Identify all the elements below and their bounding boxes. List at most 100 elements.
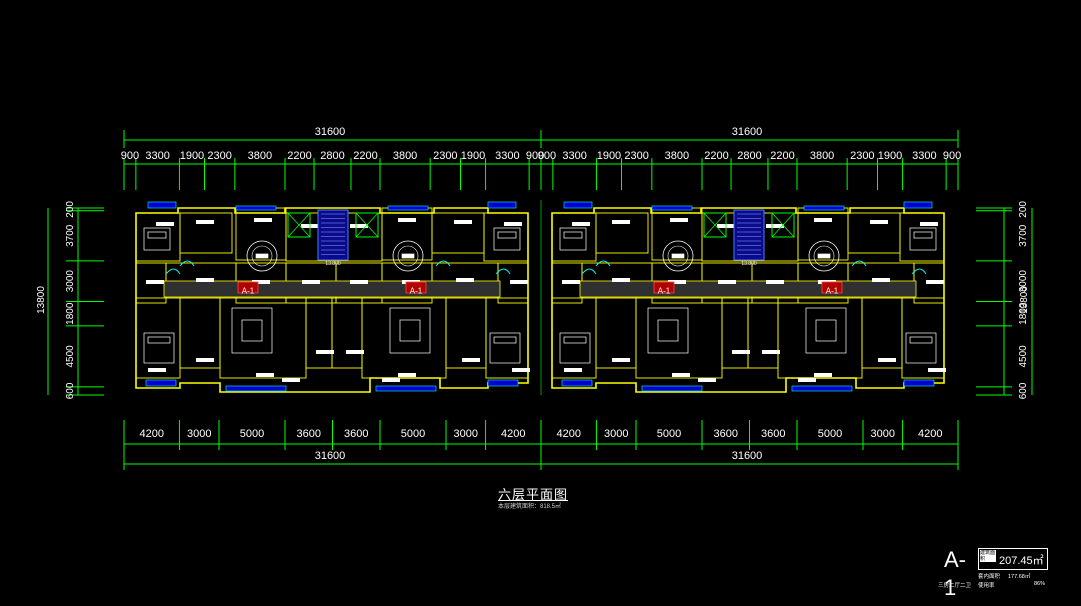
door-swing [179, 260, 195, 267]
bed [905, 332, 937, 364]
room-partition [179, 212, 233, 254]
elevator-shaft [287, 212, 311, 238]
elevator-cross [703, 212, 727, 238]
pillow [563, 336, 587, 344]
inner-area-value: 177.68㎡ [1008, 574, 1031, 580]
room-name-bar [668, 280, 686, 284]
room-name-bar [504, 222, 522, 226]
right-seg-text: 3700 [1018, 224, 1029, 247]
window [641, 385, 703, 392]
bottom-seg-text: 3000 [871, 428, 895, 440]
unit-tag-box [237, 281, 259, 294]
title-block: A-1 建筑面积 207.45㎡ 套内面积 177.68㎡ 使用率 86% 三房… [938, 546, 1050, 600]
bed [559, 332, 591, 364]
door-swing [911, 268, 927, 275]
dining-table-inner [667, 245, 689, 267]
usage-value: 86% [1034, 581, 1046, 587]
room-name-bar [350, 280, 368, 284]
area-value: 207.45㎡ [999, 555, 1044, 567]
room-name-bar [762, 350, 780, 354]
drawing-title: 六层平面图 [498, 487, 569, 502]
dining-table [246, 240, 278, 272]
elevator-cross [287, 212, 311, 238]
room-name-bar [926, 280, 944, 284]
bed [493, 227, 521, 251]
dining-table [662, 240, 694, 272]
dining-label-bar [255, 253, 269, 259]
door-swing [435, 260, 451, 267]
window [487, 201, 517, 209]
pillow [497, 231, 517, 239]
top-seg-text: 1900 [461, 150, 485, 162]
room-name-bar [814, 373, 832, 377]
room-name-bar [302, 280, 320, 284]
left-seg-text: 3700 [65, 224, 76, 247]
elevator-cross [771, 212, 795, 238]
windows [145, 201, 935, 392]
window [903, 201, 933, 209]
room-name-bar [766, 224, 784, 228]
room-name-bar [256, 373, 274, 377]
room-name-bar [732, 350, 750, 354]
sofa-set [389, 307, 431, 354]
dining-table-inner [397, 245, 419, 267]
room-name-bar [346, 350, 364, 354]
elevator-shaft [771, 212, 795, 238]
top-seg-text: 2300 [207, 150, 231, 162]
room-name-bar [572, 222, 590, 226]
unit-tag [821, 281, 843, 294]
bed [143, 332, 175, 364]
room-name-bar [612, 220, 630, 224]
room-name-bar [698, 378, 716, 382]
room-name-bar [156, 222, 174, 226]
unit-tag-box [653, 281, 675, 294]
right-seg-text: 1800 [1018, 302, 1029, 325]
pillow [147, 336, 171, 344]
room-name-bar [196, 358, 214, 362]
bottom-seg-text: 5000 [401, 428, 425, 440]
top-overall-dim-right: 31600 [732, 126, 763, 138]
room-name-bar [454, 220, 472, 224]
dining-table-inner [813, 245, 835, 267]
coffee-table [399, 319, 421, 342]
bottom-seg-text: 5000 [240, 428, 264, 440]
top-seg-text: 3800 [810, 150, 834, 162]
room-name-bar [196, 220, 214, 224]
left-seg-text: 600 [65, 382, 76, 399]
dining-table-inner [251, 245, 273, 267]
top-seg-text: 2200 [353, 150, 377, 162]
window [375, 385, 437, 392]
area-label: 建筑面积 [980, 550, 996, 562]
top-seg-text: 2300 [850, 150, 874, 162]
top-seg-text: 1900 [597, 150, 621, 162]
top-seg-text: 2300 [433, 150, 457, 162]
dining-label-bar [671, 253, 685, 259]
right-seg-text: 4500 [1018, 345, 1029, 368]
room-partition [485, 297, 529, 379]
room-name-bar [148, 368, 166, 372]
top-seg-text: 2800 [320, 150, 344, 162]
right-seg-text: 200 [1018, 201, 1029, 218]
door-swing [851, 260, 867, 267]
bottom-seg-text: 4200 [501, 428, 525, 440]
left-seg-text: 3000 [65, 270, 76, 293]
room-name-bar [870, 220, 888, 224]
furniture [143, 218, 946, 382]
room-name-bar [510, 280, 528, 284]
corridor [579, 280, 917, 298]
right-overall-dim: 13800 [1019, 286, 1030, 314]
top-seg-text: 1900 [180, 150, 204, 162]
bottom-seg-text: 3600 [297, 428, 321, 440]
unit-tag [237, 281, 259, 294]
dining-label-bar [817, 253, 831, 259]
room-name-bar [382, 378, 400, 382]
unit-tag-text: A-1 [658, 287, 671, 296]
room-name-bar [512, 368, 530, 372]
elevation-tag: 13.800 [325, 261, 341, 267]
room-name-bar [462, 358, 480, 362]
bottom-seg-text: 3600 [761, 428, 785, 440]
right-seg-text: 600 [1018, 382, 1029, 399]
corridor [163, 280, 501, 298]
usage-label: 使用率 [978, 583, 995, 589]
